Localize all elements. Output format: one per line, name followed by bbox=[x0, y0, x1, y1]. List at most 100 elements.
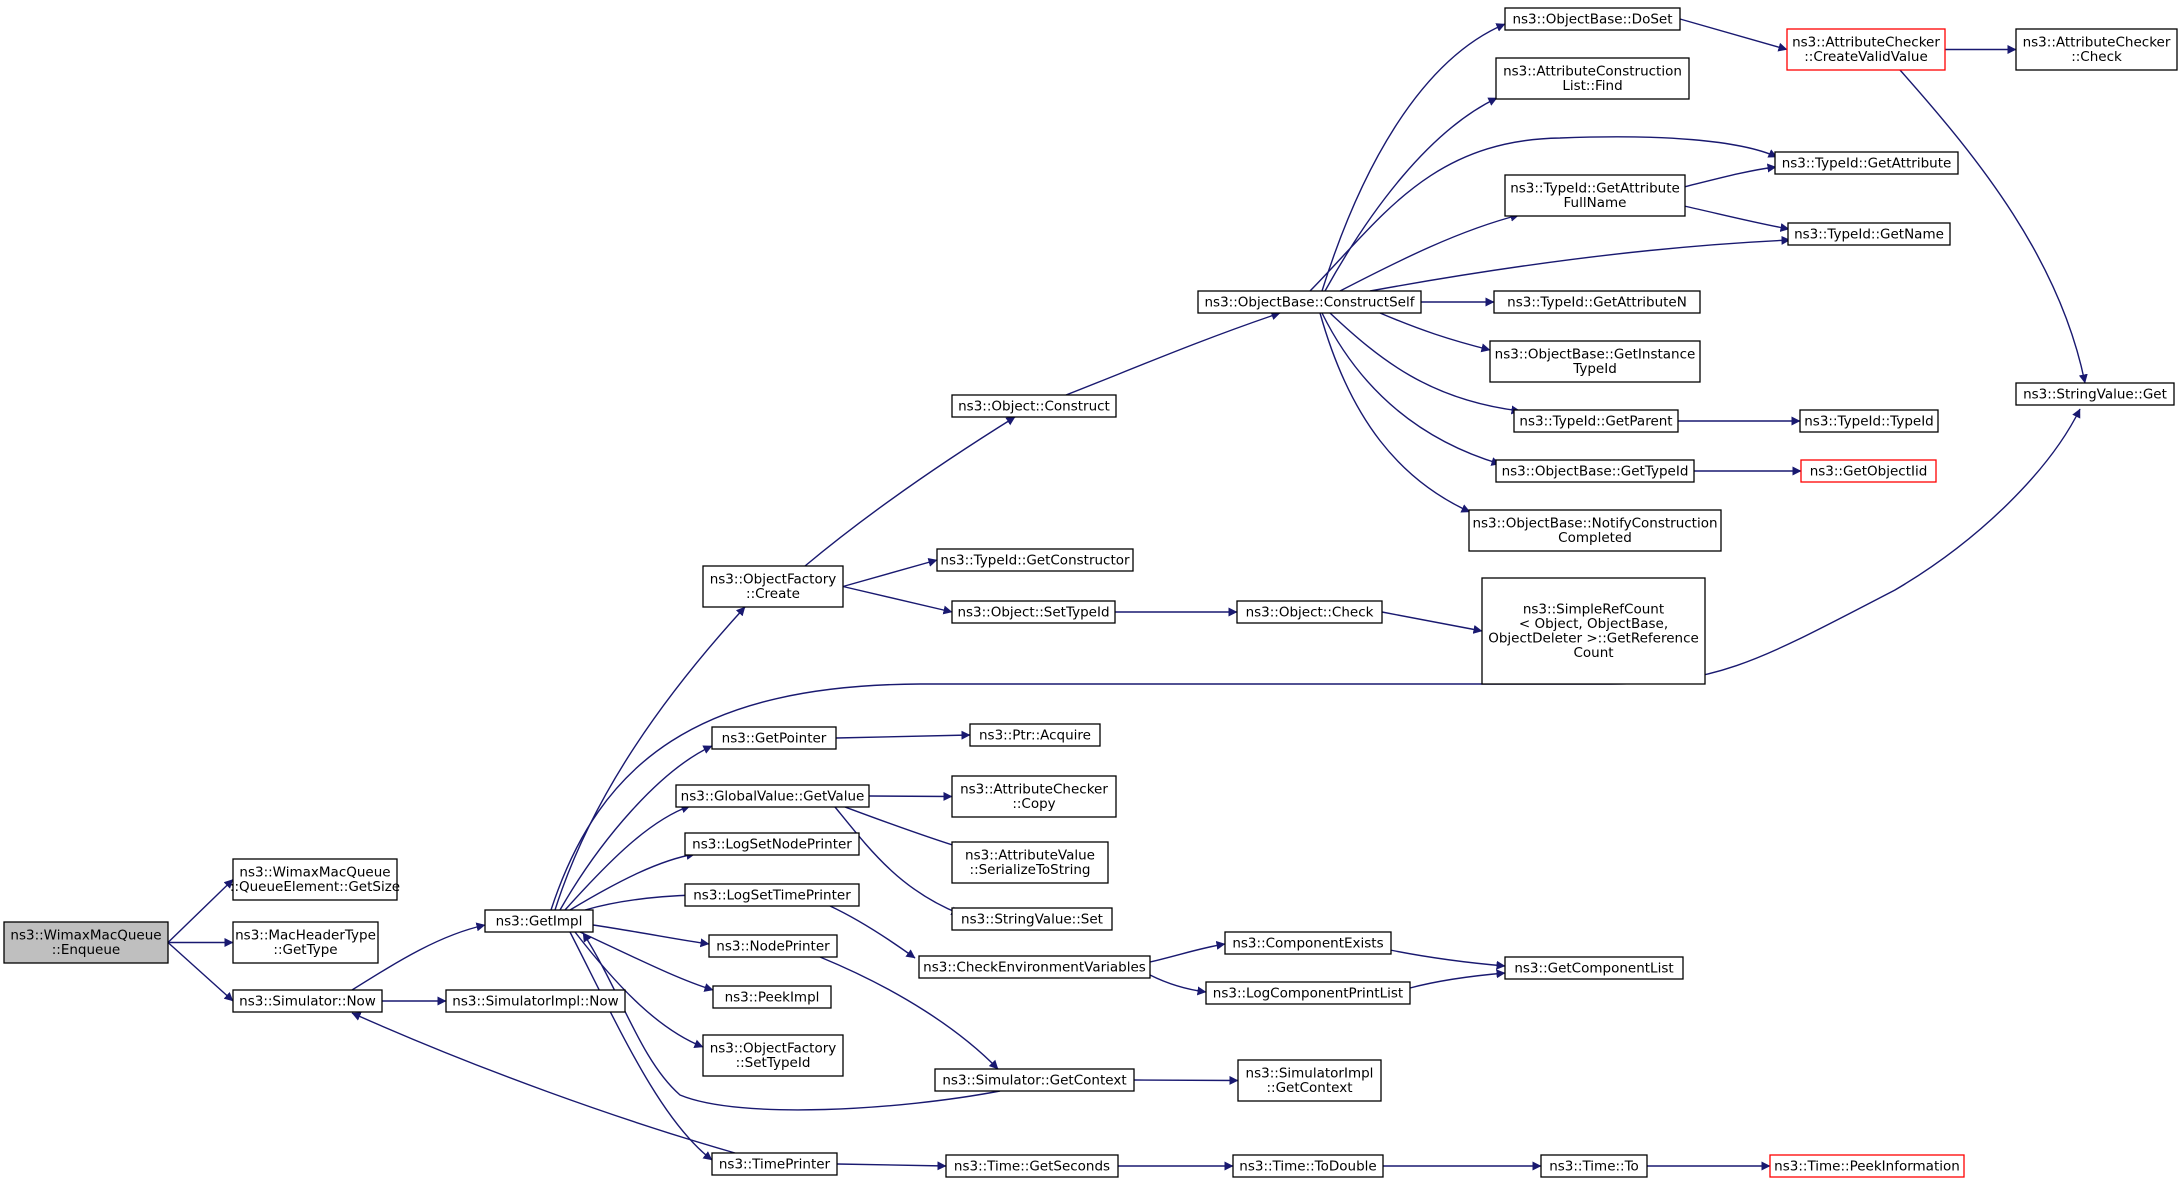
node-checkenv[interactable]: ns3::CheckEnvironmentVariables bbox=[918, 955, 1151, 979]
node-ac_check[interactable]: ns3::AttributeChecker::Check bbox=[2015, 28, 2178, 71]
node-label-line: ns3::Time::PeekInformation bbox=[1774, 1158, 1960, 1174]
node-sv_get[interactable]: ns3::StringValue::Get bbox=[2015, 382, 2175, 406]
node-label-line: ns3::ComponentExists bbox=[1232, 935, 1383, 951]
node-box bbox=[1197, 290, 1422, 314]
node-logcompprintlist[interactable]: ns3::LogComponentPrintList bbox=[1205, 981, 1411, 1005]
node-time_todouble[interactable]: ns3::Time::ToDouble bbox=[1232, 1154, 1384, 1178]
node-label-line: ns3::WimaxMacQueue bbox=[10, 928, 161, 944]
node-box bbox=[2015, 382, 2175, 406]
call-edge-getimpl-to-nodeprinter bbox=[592, 924, 710, 948]
call-edge-gv_getvalue-to-sv_set bbox=[834, 806, 961, 915]
node-tid_getconstructor[interactable]: ns3::TypeId::GetConstructor bbox=[936, 548, 1134, 572]
node-label-line: ::QueueElement::GetSize bbox=[230, 879, 400, 895]
node-getcomponentlist[interactable]: ns3::GetComponentList bbox=[1504, 956, 1684, 980]
node-logsetnodeprinter[interactable]: ns3::LogSetNodePrinter bbox=[684, 832, 860, 856]
node-label-line: Completed bbox=[1558, 530, 1632, 546]
node-ac_copy[interactable]: ns3::AttributeChecker::Copy bbox=[951, 775, 1117, 818]
node-time_peekinfo[interactable]: ns3::Time::PeekInformation bbox=[1769, 1154, 1965, 1178]
node-av_serialize[interactable]: ns3::AttributeValue::SerializeToString bbox=[951, 841, 1109, 884]
node-label-line: ::CreateValidValue bbox=[1804, 49, 1928, 65]
call-edge-obj_construct-to-ob_constructself bbox=[1065, 311, 1281, 396]
node-sim_getcontext[interactable]: ns3::Simulator::GetContext bbox=[934, 1068, 1135, 1092]
node-obj_settypeid[interactable]: ns3::Object::SetTypeId bbox=[951, 600, 1116, 624]
call-edge-obj_check-to-srefcount bbox=[1381, 611, 1483, 634]
node-simimpl_getcontext[interactable]: ns3::SimulatorImpl::GetContext bbox=[1237, 1059, 1382, 1102]
node-getobjectiid[interactable]: ns3::GetObjectIid bbox=[1800, 459, 1937, 483]
node-label-line: ns3::ObjectFactory bbox=[710, 1041, 837, 1057]
node-timeprinter[interactable]: ns3::TimePrinter bbox=[711, 1152, 838, 1176]
node-time_to[interactable]: ns3::Time::To bbox=[1540, 1154, 1648, 1178]
node-tid_getparent[interactable]: ns3::TypeId::GetParent bbox=[1513, 409, 1679, 433]
node-ob_constructself[interactable]: ns3::ObjectBase::ConstructSelf bbox=[1197, 290, 1422, 314]
function-nodes: ns3::WimaxMacQueue::Enqueuens3::WimaxMac… bbox=[3, 7, 2178, 1178]
node-label-line: ns3::TypeId::GetAttribute bbox=[1510, 181, 1680, 197]
node-label-line: ns3::TypeId::GetAttribute bbox=[1782, 155, 1952, 171]
node-gv_getvalue[interactable]: ns3::GlobalValue::GetValue bbox=[675, 784, 870, 808]
node-label-line: ns3::ObjectBase::ConstructSelf bbox=[1205, 294, 1416, 310]
node-simimpl_now[interactable]: ns3::SimulatorImpl::Now bbox=[445, 989, 626, 1013]
node-sim_now[interactable]: ns3::Simulator::Now bbox=[232, 989, 383, 1013]
node-peekimpl[interactable]: ns3::PeekImpl bbox=[712, 985, 832, 1009]
node-obj_construct[interactable]: ns3::Object::Construct bbox=[951, 394, 1117, 418]
node-box bbox=[951, 394, 1117, 418]
node-ob_doset[interactable]: ns3::ObjectBase::DoSet bbox=[1504, 7, 1681, 31]
node-label-line: ns3::AttributeConstruction bbox=[1503, 64, 1682, 80]
call-edge-enqueue-to-qe_getsize bbox=[167, 878, 234, 944]
node-obj_check[interactable]: ns3::Object::Check bbox=[1236, 600, 1383, 624]
node-label-line: ns3::TypeId::GetParent bbox=[1519, 413, 1672, 429]
node-label-line: ns3::ObjectBase::GetInstance bbox=[1495, 347, 1696, 363]
node-box bbox=[945, 1154, 1119, 1178]
call-edge-ob_constructself-to-ob_gettypeid bbox=[1321, 312, 1501, 466]
node-box bbox=[1468, 509, 1722, 552]
node-tid_getname[interactable]: ns3::TypeId::GetName bbox=[1787, 222, 1951, 246]
node-compexists[interactable]: ns3::ComponentExists bbox=[1224, 931, 1392, 955]
node-label-line: ns3::GetComponentList bbox=[1514, 960, 1673, 976]
call-edge-ob_constructself-to-ob_doset bbox=[1321, 23, 1506, 292]
node-box bbox=[684, 883, 860, 907]
node-label-line: ns3::StringValue::Get bbox=[2023, 386, 2167, 402]
call-edge-ob_constructself-to-ob_notifyconstruction bbox=[1319, 312, 1471, 513]
node-logsettimeprinter[interactable]: ns3::LogSetTimePrinter bbox=[684, 883, 860, 907]
node-sv_set[interactable]: ns3::StringValue::Set bbox=[951, 907, 1113, 931]
node-tid_getattributen[interactable]: ns3::TypeId::GetAttributeN bbox=[1493, 290, 1701, 314]
node-box bbox=[918, 955, 1151, 979]
node-label-line: ns3::TypeId::GetConstructor bbox=[940, 552, 1130, 568]
call-edge-ob_doset-to-ac_createvalidvalue bbox=[1679, 18, 1788, 52]
node-label-line: ns3::Object::Check bbox=[1246, 604, 1374, 620]
node-mhdr_gettype[interactable]: ns3::MacHeaderType::GetType bbox=[232, 921, 379, 964]
node-box bbox=[711, 726, 837, 750]
node-ob_gettypeid[interactable]: ns3::ObjectBase::GetTypeId bbox=[1495, 459, 1695, 483]
node-label-line: ns3::PeekImpl bbox=[725, 989, 820, 1005]
node-ptr_acquire[interactable]: ns3::Ptr::Acquire bbox=[969, 723, 1101, 747]
call-edge-tid_getattrfullname-to-tid_getname bbox=[1683, 205, 1790, 232]
node-tid_typeid[interactable]: ns3::TypeId::TypeId bbox=[1799, 409, 1939, 433]
node-label-line: ns3::CheckEnvironmentVariables bbox=[923, 959, 1146, 975]
node-label-line: ns3::GetImpl bbox=[496, 913, 583, 929]
node-box bbox=[445, 989, 626, 1013]
call-edge-getimpl-to-logsetnodeprinter bbox=[569, 851, 696, 911]
call-edge-getpointer-to-ptr_acquire bbox=[835, 730, 971, 740]
node-box bbox=[1513, 409, 1679, 433]
node-of_settypeid[interactable]: ns3::ObjectFactory::SetTypeId bbox=[702, 1034, 844, 1077]
node-box bbox=[1787, 222, 1951, 246]
node-tid_getattribute[interactable]: ns3::TypeId::GetAttribute bbox=[1774, 151, 1959, 175]
node-ob_notifyconstruction[interactable]: ns3::ObjectBase::NotifyConstructionCompl… bbox=[1468, 509, 1722, 552]
node-label-line: ns3::AttributeValue bbox=[965, 848, 1095, 864]
call-edge-tid_getattrfullname-to-tid_getattribute bbox=[1683, 163, 1777, 188]
node-ac_createvalidvalue[interactable]: ns3::AttributeChecker::CreateValidValue bbox=[1786, 28, 1946, 71]
node-label-line: ObjectDeleter >::GetReference bbox=[1488, 631, 1699, 647]
node-box bbox=[951, 841, 1109, 884]
node-time_getseconds[interactable]: ns3::Time::GetSeconds bbox=[945, 1154, 1119, 1178]
node-label-line: ::Check bbox=[2071, 49, 2122, 65]
node-of_create[interactable]: ns3::ObjectFactory::Create bbox=[702, 565, 844, 608]
node-qe_getsize[interactable]: ns3::WimaxMacQueue::QueueElement::GetSiz… bbox=[230, 858, 400, 901]
node-srefcount[interactable]: ns3::SimpleRefCount< Object, ObjectBase,… bbox=[1481, 577, 1706, 685]
node-getpointer[interactable]: ns3::GetPointer bbox=[711, 726, 837, 750]
node-getimpl[interactable]: ns3::GetImpl bbox=[484, 909, 594, 933]
node-nodeprinter[interactable]: ns3::NodePrinter bbox=[708, 934, 838, 958]
node-enqueue[interactable]: ns3::WimaxMacQueue::Enqueue bbox=[3, 921, 169, 964]
node-box bbox=[1237, 1059, 1382, 1102]
